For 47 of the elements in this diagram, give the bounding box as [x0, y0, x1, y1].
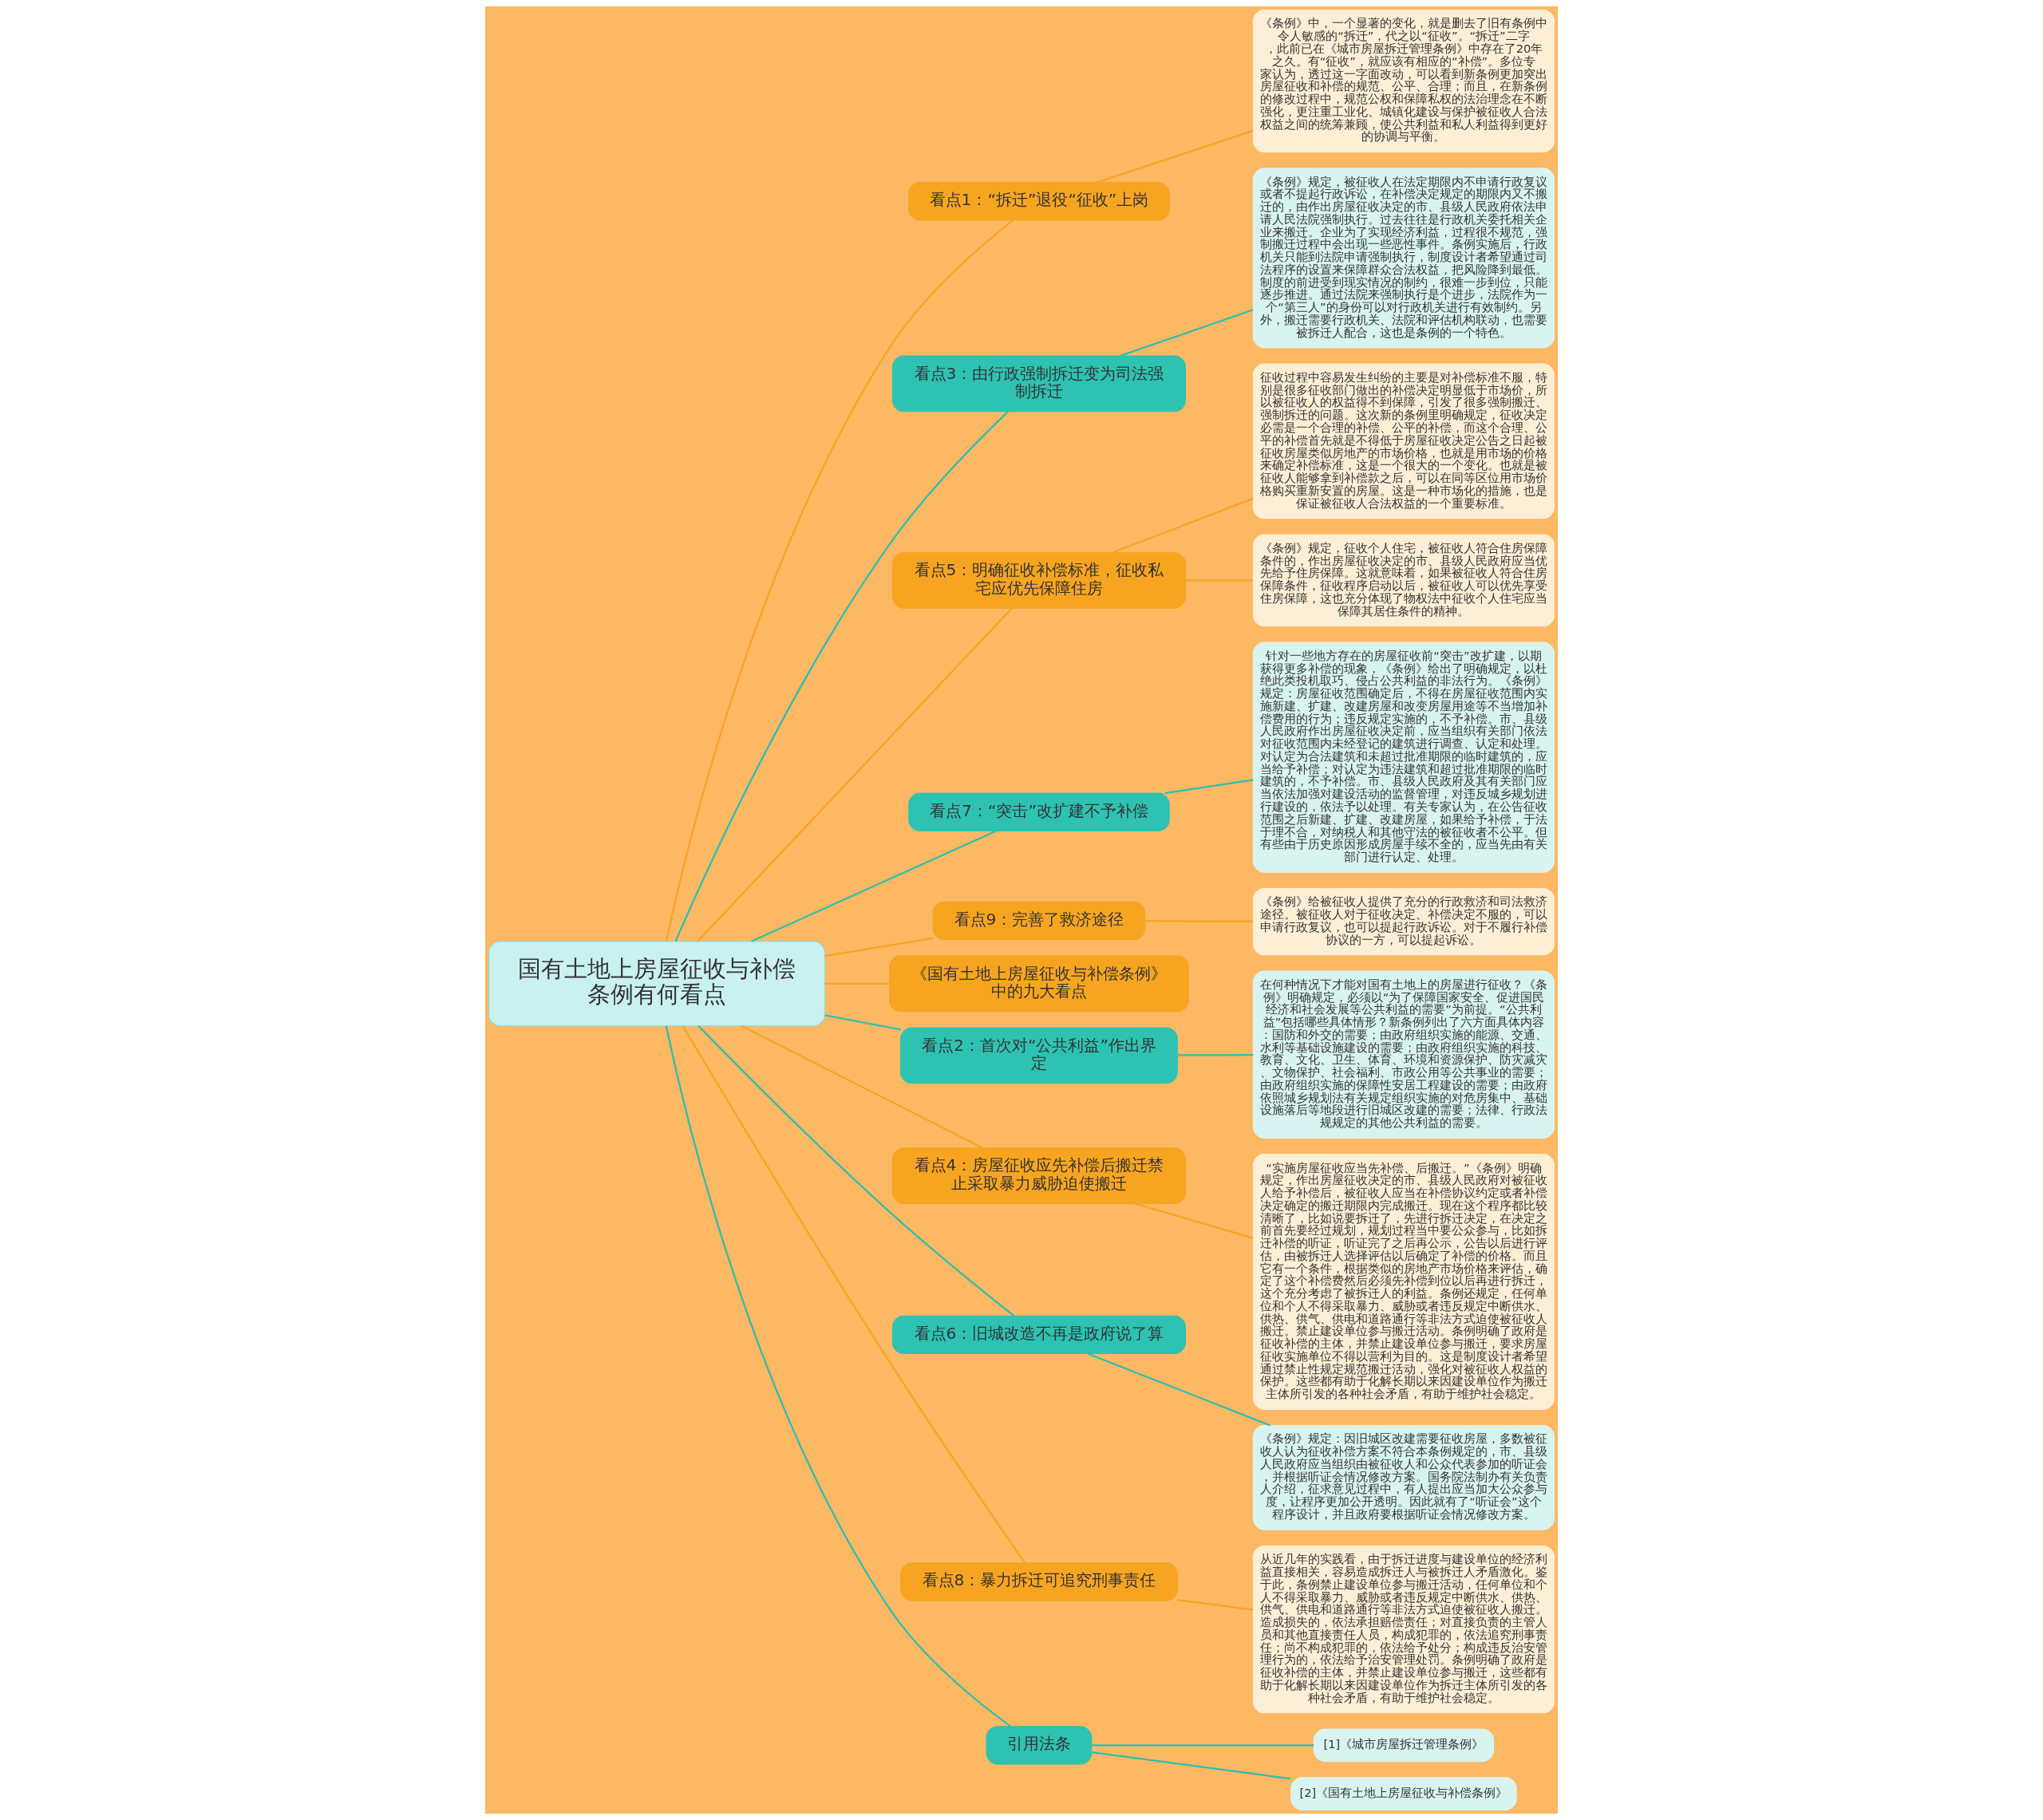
node-box: 《条例》中，一个显著的变化，就是删去了旧有条例中令人敏感的“拆迁”，代之以“征收”。“拆迁”二字，此前已在《城市房屋拆迁管理条例》中存在了20年之久。有“征收”，就应该有相应的“补偿”。多位专家认为，透过这一字面改动，可以看到新条例更加突出房屋征收和补偿的规范、公平、合理；而且，在新条例的修改过程中，规范公权和保障私权的法治理念在不断强化，更注重工业化、城镇化建设与保护被征收人合法权益之间的统筹兼顾，使公共利益和私人利益得到更好的协调与平衡。	[1252, 10, 1555, 153]
node-box: 从近几年的实践看，由于拆迁进度与建设单位的经济利益直接相关，容易造成拆迁人与被拆迁人矛盾激化。鉴于此，条例禁止建设单位参与搬迁活动，任何单位和个人不得采取暴力、威胁或者违反规定中断供水、供热、供气、供电和道路通行等非法方式迫使被征收人搬迁。造成损失的，依法承担赔偿责任；对直接负责的主管人员和其他直接责任人员，构成犯罪的，依法追究刑事责任；尚不构成犯罪的，依法给予处分；构成违反治安管理行为的，依法给予治安管理处罚。条例明确了政府是征收补偿的主体，并禁止建设单位参与搬迁，这些都有助于化解长期以来因建设单位作为拆迁主体所引发的各种社会矛盾，有助于维护社会稳定。	[1252, 1545, 1555, 1714]
node-box: [1]《城市房屋拆迁管理条例》	[1313, 1728, 1495, 1763]
node-box: 《条例》给被征收人提供了充分的行政救济和司法救济途径。被征收人对于征收决定、补偿决定不服的，可以申请行政复议，也可以提起行政诉讼。对于不履行补偿协议的一方，可以提起诉讼。	[1252, 887, 1555, 956]
connector	[682, 1025, 1026, 1564]
connector	[665, 219, 1014, 942]
connector	[697, 1025, 1015, 1317]
node-box: 《条例》规定：因旧城区改建需要征收房屋，多数被征收人认为征收补偿方案不符合本条例规定的，市、县级人民政府应当组织由被征收人和公众代表参加的听证会，并根据听证会情况修改方案。国务院法制办有关负责人介绍，征求意见过程中，有人提出应当加大公众参与度，让程序更加公开透明。因此就有了“听证会”这个程序设计，并且政府要根据听证会情况修改方案。	[1252, 1425, 1555, 1530]
node-box: 国有土地上房屋征收与补偿条例有何看点	[488, 941, 826, 1027]
node-box: 《条例》规定，被征收人在法定期限内不申请行政复议或者不提起行政诉讼，在补偿决定规定的期限内又不搬迁的，由作出房屋征收决定的市、县级人民政府依法申请人民法院强制执行。过去往往是行政机关委托相关企业来搬迁。企业为了实现经济利益，过程很不规范，强制搬迁过程中会出现一些恶性事件。条例实施后，行政机关只能到法院申请强制执行，制度设计者希望通过司法程序的设置来保障群众合法权益，把风险降到最低。制度的前进受到现实情况的制约，很难一步到位，只能逐步推进。通过法院来强制执行是个进步，法院作为一个“第三人”的身份可以对行政机关进行有效制约。另外，搬迁需要行政机关、法院和评估机构联动，也需要被拆迁人配合，这也是条例的一个特色。	[1252, 168, 1555, 349]
node-box: 看点6：旧城改造不再是政府说了算	[891, 1315, 1186, 1355]
connector	[1092, 1744, 1314, 1747]
node-box: “实施房屋征收应当先补偿、后搬迁。”《条例》明确规定，作出房屋征收决定的市、县级人民政府对被征收人给予补偿后，被征收人应当在补偿协议约定或者补偿决定确定的搬迁期限内完成搬迁。现在这个程序都比较清晰了，比如说要拆迁了，先进行拆迁决定，在决定之前首先要经过规划，规划过程当中要公众参与，比如拆迁补偿的听证，听证完了之后再公示，公告以后进行评估，由被拆迁人选择评估以后确定了补偿的价格。而且它有一个条件，根据类似的房地产市场价格来评估，确定了这个补偿费然后必须先补偿到位以后再进行拆迁，这个充分考虑了被拆迁人的利益。条例还规定，任何单位和个人不得采取暴力、威胁或者违反规定中断供水、供热、供气、供电和道路通行等非法方式迫使被征收人搬迁。禁止建设单位参与搬迁活动。条例明确了政府是征收补偿的主体，并禁止建设单位参与搬迁，要求房屋征收实施单位不得以营利为目的。这是制度设计者希望通过禁止性规定规范搬迁活动，强化对被征收人权益的保护。这些都有助于化解长期以来因建设单位作为搬迁主体所引发的各种社会矛盾，有助于维护社会稳定。	[1252, 1154, 1555, 1410]
node-box: 在何种情况下才能对国有土地上的房屋进行征收？《条例》明确规定，必须以“为了保障国家安全、促进国民经济和社会发展等公共利益的需要”为前提。“公共利益”包括哪些具体情形？新条例列出了六方面具体内容：国防和外交的需要；由政府组织实施的能源、交通、水利等基础设施建设的需要；由政府组织实施的科技、教育、文化、卫生、体育、环境和资源保护、防灾减灾、文物保护、社会福利、市政公用等公共事业的需要；由政府组织实施的保障性安居工程建设的需要；由政府依照城乡规划法有关规定组织实施的对危房集中、基础设施落后等地段进行旧城区改建的需要；法律、行政法规规定的其他公共利益的需要。	[1252, 970, 1555, 1139]
connector	[674, 411, 1009, 942]
node-box: 看点4：房屋征收应先补偿后搬迁禁止采取暴力威胁迫使搬迁	[891, 1147, 1186, 1205]
connector	[1177, 1598, 1254, 1611]
connector	[1177, 1054, 1254, 1056]
node-box: 《国有土地上房屋征收与补偿条例》中的九大看点	[888, 955, 1189, 1013]
connector	[824, 982, 890, 985]
connector	[697, 607, 1013, 942]
connector	[665, 1025, 1011, 1727]
node-box: 征收过程中容易发生纠纷的主要是对补偿标准不服，特别是很多征收部门做出的补偿决定明显低于市场价，所以被征收人的权益得不到保障，引发了很多强制搬迁、强制拆迁的问题。这次新的条例里明确规定，征收决定必需是一个合理的补偿、公平的补偿，而这个合理、公平的补偿首先就是不得低于房屋征收决定公告之日起被征收房屋类似房地产的市场价格，也就是用市场的价格来确定补偿标准，这是一个很大的一个变化。也就是被征收人能够拿到补偿款之后，可以在同等区位用市场价格购买重新安置的房屋。这是一种市场化的措施，也是保证被征收人合法权益的一个重要标准。	[1252, 363, 1555, 519]
node-box: 《条例》规定，征收个人住宅，被征收人符合住房保障条件的，作出房屋征收决定的市、县级人民政府应当优先给予住房保障。这就意味着，如果被征收人符合住房保障条件，征收程序启动以后，被征收人可以优先享受住房保障，这也充分体现了物权法中征收个人住宅应当保障其居住条件的精神。	[1252, 534, 1555, 627]
connector	[824, 1014, 901, 1031]
node-box: 看点3：由行政强制拆迁变为司法强制拆迁	[891, 355, 1186, 413]
connector	[1185, 579, 1254, 582]
node-box: 看点9：完善了救济途径	[932, 901, 1146, 941]
connector	[741, 1024, 984, 1149]
node-box: 看点8：暴力拆迁可追究刑事责任	[900, 1562, 1178, 1601]
connector	[751, 830, 997, 942]
connector	[824, 937, 934, 957]
connector	[1088, 1352, 1271, 1427]
node-box: 针对一些地方存在的房屋征收前“突击”改扩建，以期获得更多补偿的现象，《条例》给出了明确规定，以杜绝此类投机取巧、侵占公共利益的非法行为。《条例》规定：房屋征收范围确定后，不得在房屋征收范围内实施新建、扩建、改建房屋和改变房屋用途等不当增加补偿费用的行为；违反规定实施的，不予补偿。市、县级人民政府作出房屋征收决定前，应当组织有关部门依法对征收范围内未经登记的建筑进行调查、认定和处理。对认定为合法建筑和未超过批准期限的临时建筑的，应当给予补偿；对认定为违法建筑和超过批准期限的临时建筑的，不予补偿。市、县级人民政府及其有关部门应当依法加强对建设活动的监督管理，对违反城乡规划进行建设的，依法予以处理。有关专家认为，在公告征收范围之后新建、扩建、改建房屋，如果给予补偿，于法于理不合，对纳税人和其他守法的被征收者不公平。但有些由于历史原因形成房屋手续不全的，应当先由有关部门进行认定、处理。	[1252, 642, 1555, 873]
connector	[1164, 779, 1254, 795]
node-box: [2]《国有土地上房屋征收与补偿条例》	[1290, 1777, 1517, 1810]
connector	[1120, 309, 1254, 357]
node-box: 引用法条	[986, 1726, 1093, 1765]
connector	[1144, 920, 1254, 922]
node-box: 看点1：“拆迁”退役“征收”上岗	[908, 182, 1170, 221]
node-box: 看点5：明确征收补偿标准，征收私宅应优先保障住房	[891, 551, 1186, 609]
connector	[1135, 1202, 1254, 1239]
connector	[1112, 497, 1254, 554]
connector	[1097, 129, 1254, 184]
connector	[1092, 1751, 1291, 1780]
node-box: 看点7：“突击”改扩建不予补偿	[908, 792, 1170, 831]
node-box: 看点2：首次对“公共利益”作出界定	[900, 1027, 1178, 1084]
